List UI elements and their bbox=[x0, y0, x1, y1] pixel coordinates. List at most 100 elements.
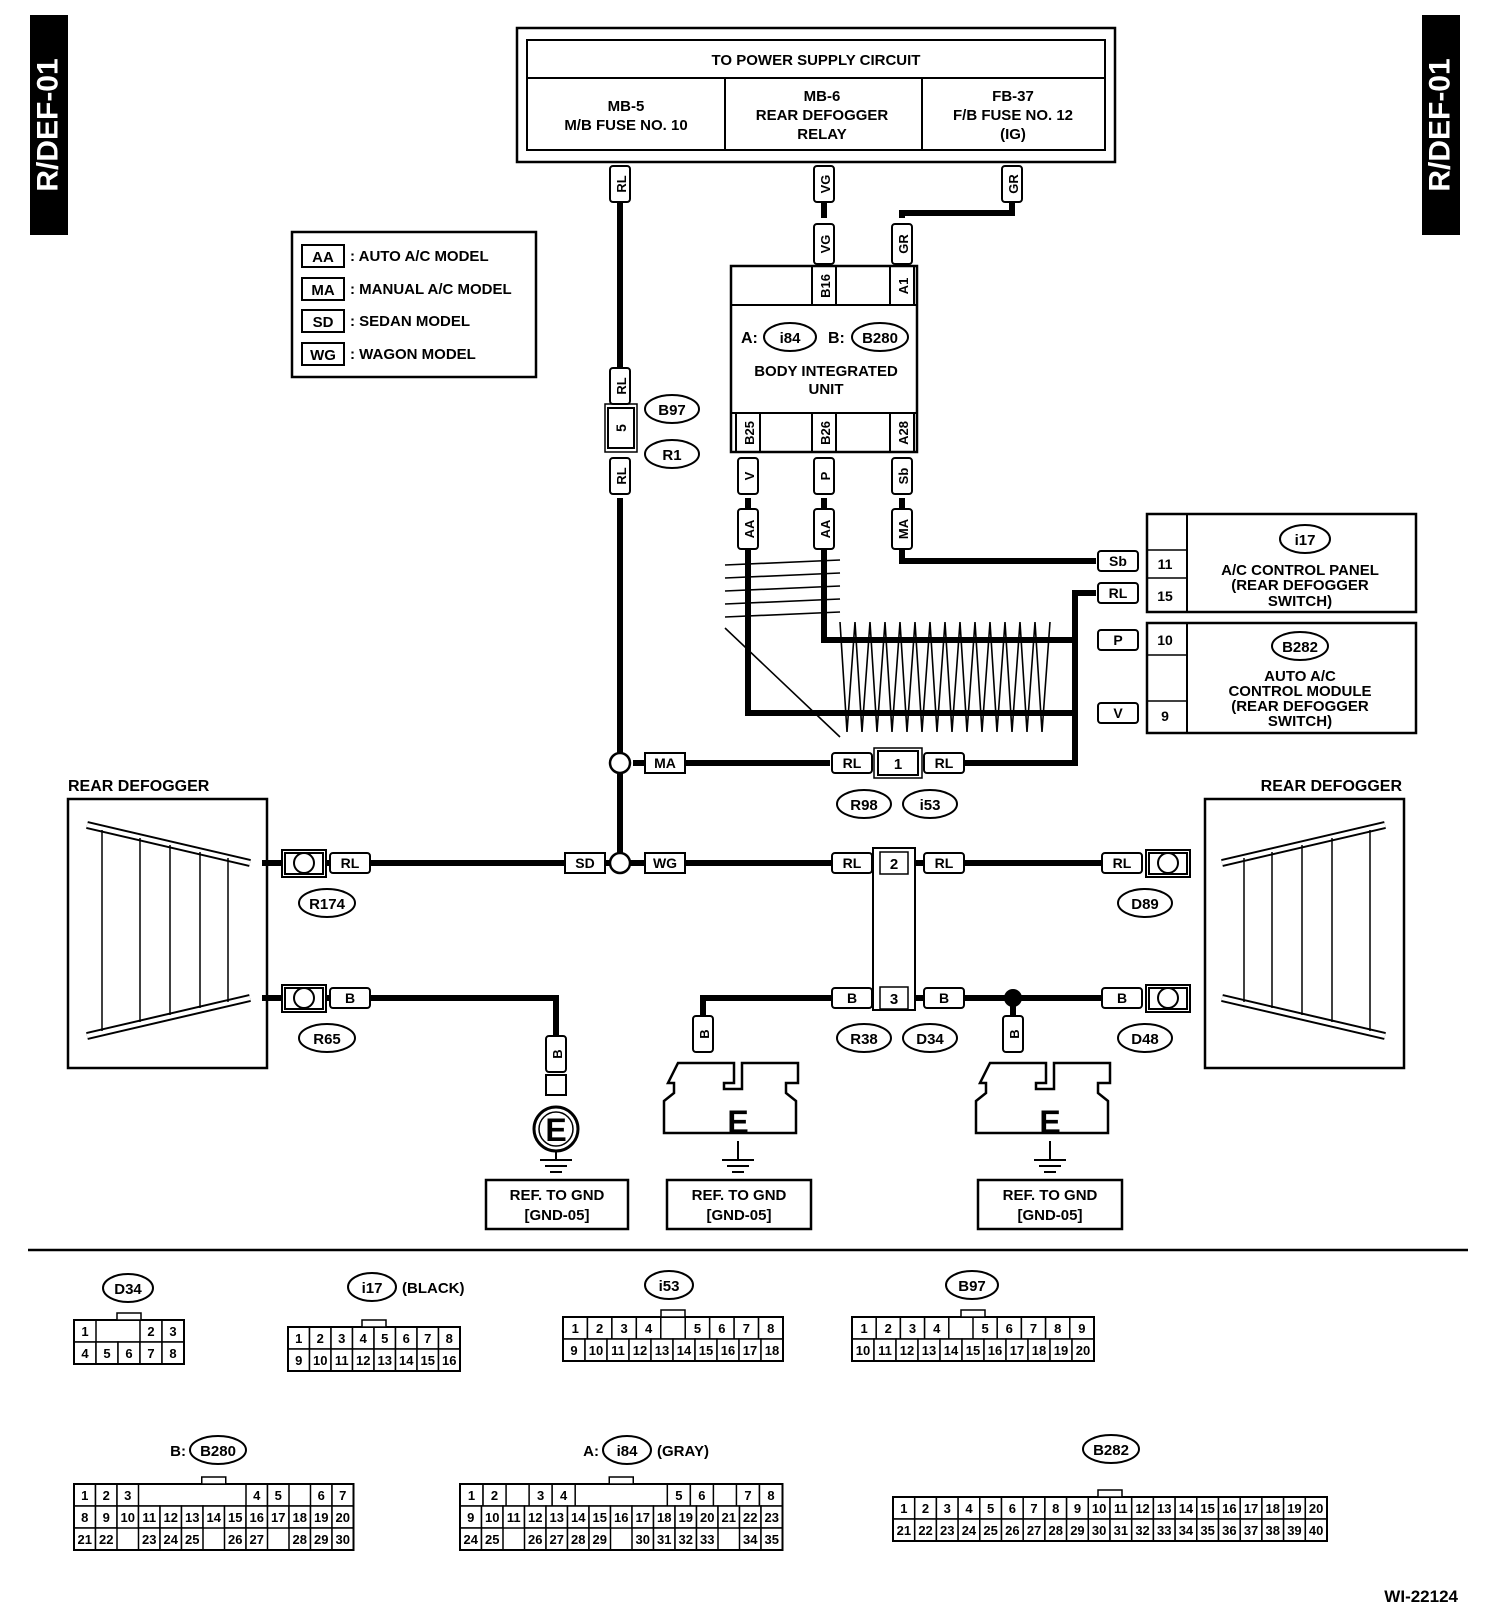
pin-11: 11 bbox=[1158, 556, 1173, 572]
connector-pin-number: 32 bbox=[1135, 1523, 1149, 1538]
connector-pin-number: 27 bbox=[250, 1532, 264, 1547]
fb37-fuse-label: F/B FUSE NO. 12 bbox=[953, 107, 1073, 124]
ground-3-ref-1: REF. TO GND bbox=[1003, 1187, 1098, 1204]
connector-pin-number: 7 bbox=[743, 1321, 750, 1336]
wire-labels-horizontal bbox=[329, 550, 1143, 1009]
connector-pin-number: 6 bbox=[403, 1331, 410, 1346]
rear-defogger-right-label: REAR DEFOGGER bbox=[1261, 778, 1403, 795]
connector-pin-number: 12 bbox=[528, 1510, 542, 1525]
model-aa-2: AA bbox=[818, 519, 833, 538]
connector-pin-number: 13 bbox=[922, 1343, 936, 1358]
mb6-label: MB-6 bbox=[804, 88, 841, 105]
pin-a28: A28 bbox=[896, 421, 911, 445]
connector-pin-number: 5 bbox=[103, 1346, 110, 1361]
ground-2-ref-2: [GND-05] bbox=[706, 1207, 771, 1224]
connector-pin-number: 1 bbox=[81, 1324, 88, 1339]
connector-pin-number: 27 bbox=[550, 1532, 564, 1547]
connector-pin-number: 2 bbox=[317, 1331, 324, 1346]
connector-pin-number: 20 bbox=[700, 1510, 714, 1525]
connector-pin-number: 12 bbox=[164, 1510, 178, 1525]
fb37-ig-label: (IG) bbox=[1000, 126, 1026, 143]
connector-pin-number: 3 bbox=[338, 1331, 345, 1346]
biu-title-2: UNIT bbox=[809, 381, 844, 398]
connector-pin-number: 30 bbox=[636, 1532, 650, 1547]
connector-pin-number: 11 bbox=[878, 1343, 892, 1358]
conn-b97: B97 bbox=[658, 402, 686, 419]
connector-pin-number: 7 bbox=[744, 1488, 751, 1503]
wire-vg-biu: VG bbox=[818, 235, 833, 254]
connector-pin-number: 33 bbox=[1157, 1523, 1171, 1538]
connector-pin-number: 2 bbox=[103, 1488, 110, 1503]
wire-vg-top: VG bbox=[818, 175, 833, 194]
pin-b25: B25 bbox=[742, 421, 757, 445]
wire-b-gnd-3: B bbox=[1007, 1029, 1022, 1038]
connector-pin-number: 39 bbox=[1287, 1523, 1301, 1538]
connector-pin-number: 14 bbox=[677, 1343, 692, 1358]
connector-pin-number: 4 bbox=[81, 1346, 89, 1361]
connector-pin-number: 34 bbox=[743, 1532, 758, 1547]
connector-pin-number: 29 bbox=[593, 1532, 607, 1547]
connector-view-id-oval bbox=[189, 1435, 247, 1465]
connector-pin-number: 20 bbox=[1309, 1501, 1323, 1516]
connector-view-id-oval bbox=[945, 1270, 999, 1300]
r98-pin: 1 bbox=[894, 756, 902, 773]
connector-pin-number: 9 bbox=[1078, 1321, 1085, 1336]
rear-defogger-right: REAR DEFOGGER bbox=[1203, 778, 1406, 1070]
model-wg: WG bbox=[653, 855, 677, 871]
wire-v-module: V bbox=[1113, 705, 1123, 721]
connector-pin-number: 14 bbox=[571, 1510, 586, 1525]
wire-b-r65: B bbox=[345, 990, 355, 1006]
biu-conn-a: i84 bbox=[780, 330, 802, 347]
legend-code-ma: MA bbox=[311, 282, 334, 299]
connector-pin-number: 10 bbox=[589, 1343, 603, 1358]
connector-pin-number: 15 bbox=[228, 1510, 242, 1525]
connector-pin-number: 8 bbox=[1052, 1501, 1059, 1516]
wire-labels-vertical bbox=[545, 165, 1024, 1096]
connector-view-id: i84 bbox=[617, 1443, 639, 1460]
wire-rl-panel: RL bbox=[1109, 585, 1128, 601]
connector-pin-number: 24 bbox=[962, 1523, 977, 1538]
legend: AA : AUTO A/C MODEL MA : MANUAL A/C MODE… bbox=[290, 230, 538, 379]
connector-pin-number: 24 bbox=[464, 1532, 479, 1547]
pin-10: 10 bbox=[1157, 632, 1173, 648]
connector-pin-number: 31 bbox=[657, 1532, 671, 1547]
connector-pin-number: 37 bbox=[1244, 1523, 1258, 1538]
power-supply-title: TO POWER SUPPLY CIRCUIT bbox=[712, 52, 921, 69]
pin-15: 15 bbox=[1157, 588, 1173, 604]
conn-b282: B282 bbox=[1282, 639, 1318, 656]
connector-view-latch bbox=[201, 1476, 227, 1485]
b97-pin: 5 bbox=[613, 424, 629, 432]
wire-rl-r174: RL bbox=[341, 855, 360, 871]
legend-code-wg: WG bbox=[310, 347, 336, 364]
connector-pin-number: 3 bbox=[944, 1501, 951, 1516]
model-ma-mid: MA bbox=[654, 755, 676, 771]
connector-pin-number: 4 bbox=[560, 1488, 568, 1503]
pin-b26: B26 bbox=[818, 421, 833, 445]
connector-pin-number: 23 bbox=[940, 1523, 954, 1538]
wire-b-d48: B bbox=[1117, 990, 1127, 1006]
conn-d48: D48 bbox=[1131, 1031, 1159, 1048]
connector-view-suffix: (BLACK) bbox=[402, 1280, 464, 1297]
legend-code-aa: AA bbox=[312, 249, 334, 266]
connector-pin-number: 17 bbox=[1010, 1343, 1024, 1358]
ground-3: E REF. TO GND [GND-05] bbox=[974, 1061, 1124, 1231]
connector-pin-number: 8 bbox=[767, 1321, 774, 1336]
connector-view-id-oval bbox=[1082, 1434, 1140, 1464]
fb37-label: FB-37 bbox=[992, 88, 1034, 105]
side-tab-left: R/DEF-01 bbox=[30, 15, 68, 235]
conn-i17: i17 bbox=[1295, 532, 1316, 549]
ac-panel-line1: A/C CONTROL PANEL bbox=[1221, 562, 1379, 579]
connector-pin-number: 11 bbox=[142, 1510, 156, 1525]
connector-view-latch bbox=[608, 1476, 634, 1485]
biu-prefix-a: A: bbox=[741, 330, 758, 347]
conn-r38: R38 bbox=[850, 1031, 878, 1048]
auto-ac-line3: (REAR DEFOGGER bbox=[1231, 698, 1369, 715]
connector-view-id: i17 bbox=[362, 1280, 383, 1297]
connector-view-prefix: A: bbox=[583, 1443, 599, 1460]
connector-pin-number: 9 bbox=[570, 1343, 577, 1358]
connector-pin-number: 16 bbox=[721, 1343, 735, 1358]
r38-pin-2: 2 bbox=[890, 856, 898, 873]
